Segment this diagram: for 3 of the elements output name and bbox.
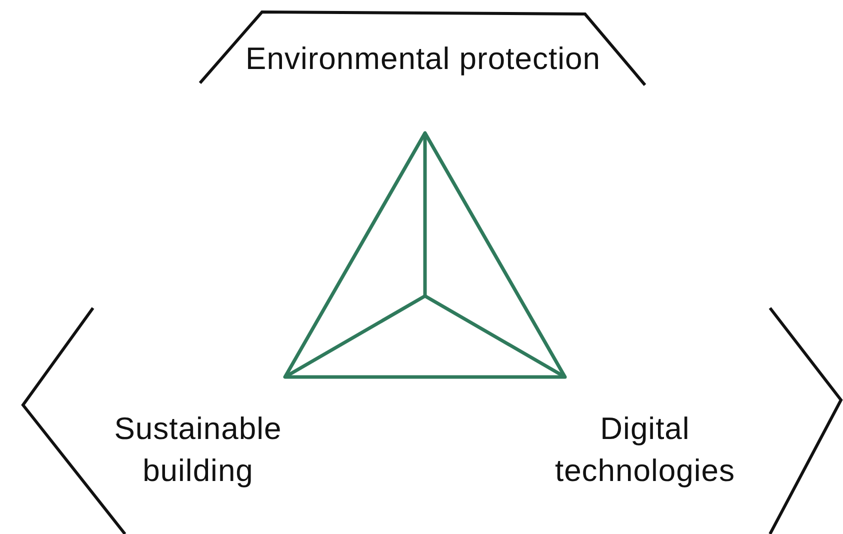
node-label: Sustainable building — [113, 410, 283, 490]
node-label: Digital technologies — [554, 410, 736, 490]
node-label: Environmental protection — [244, 40, 602, 78]
